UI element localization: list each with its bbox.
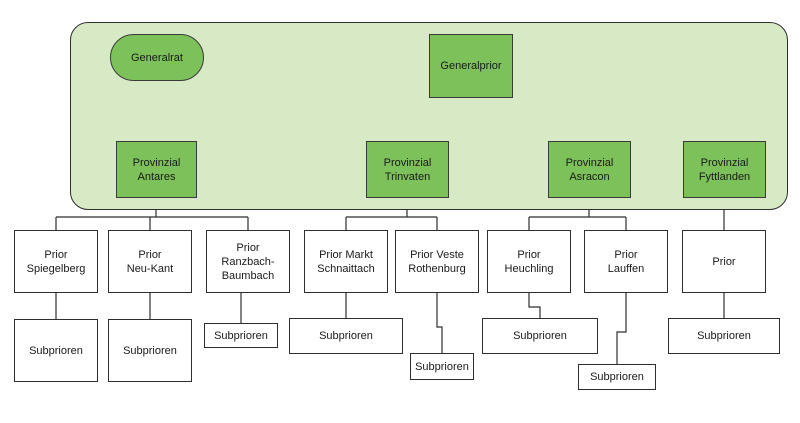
subpriors-label: Subprioren [590,371,644,383]
subpriors-label: Subprioren [513,330,567,342]
prior-label: Prior Ranzbach-Baumbach [221,241,275,282]
prior-label: Prior Markt Schnaittach [317,248,375,275]
provincial-node-antares: Provinzial Antares [116,141,197,198]
subpriors-node-6: Subprioren [482,318,598,354]
general-prior-node: Generalprior [429,34,513,98]
subpriors-label: Subprioren [415,360,469,373]
subpriors-node-4: Subprioren [289,318,403,354]
provincial-label: Provinzial Antares [132,156,181,183]
subpriors-node-5: Subprioren [410,353,474,380]
prior-label: Prior Heuchling [504,248,554,275]
subpriors-label: Subprioren [29,344,83,357]
subpriors-node-2: Subprioren [108,319,192,382]
edge-trinvaten-priors [345,210,438,230]
subpriors-node-7: Subprioren [578,364,656,390]
prior-label: Prior [712,255,736,268]
subpriors-node-1: Subprioren [14,319,98,382]
general-council-label: Generalrat [131,51,183,64]
subpriors-label: Subprioren [319,330,373,342]
prior-node-fyttlanden: Prior [682,230,766,293]
prior-node-lauffen: Prior Lauffen [584,230,668,293]
edge-prior-subpriors-5 [436,293,443,353]
subpriors-node-8: Subprioren [668,318,780,354]
provincial-label: Provinzial Fyttlanden [698,156,751,183]
provincial-node-trinvaten: Provinzial Trinvaten [366,141,449,198]
edge-asracon-priors [528,210,627,230]
prior-node-spiegelberg: Prior Spiegelberg [14,230,98,293]
subpriors-label: Subprioren [123,344,177,357]
prior-node-veste-rothenburg: Prior Veste Rothenburg [395,230,479,293]
general-prior-label: Generalprior [440,60,502,72]
prior-node-ranzbach-baumbach: Prior Ranzbach-Baumbach [206,230,290,293]
provincial-label: Provinzial Asracon [565,156,614,183]
prior-node-neu-kant: Prior Neu-Kant [108,230,192,293]
edge-prior-subpriors-7 [616,293,627,364]
subpriors-node-3: Subprioren [204,323,278,348]
subpriors-label: Subprioren [697,330,751,342]
prior-label: Prior Spiegelberg [26,248,86,275]
provincial-node-fyttlanden: Provinzial Fyttlanden [683,141,766,198]
edge-antares-priors [55,210,249,230]
prior-label: Prior Veste Rothenburg [408,248,466,275]
prior-label: Prior Lauffen [607,248,645,275]
provincial-node-asracon: Provinzial Asracon [548,141,631,198]
prior-node-markt-schnaittach: Prior Markt Schnaittach [304,230,388,293]
prior-node-heuchling: Prior Heuchling [487,230,571,293]
subpriors-label: Subprioren [214,329,268,342]
general-council-node: Generalrat [110,34,204,81]
edge-prior-subpriors-6 [528,293,541,318]
provincial-label: Provinzial Trinvaten [383,156,432,183]
prior-label: Prior Neu-Kant [126,248,174,275]
